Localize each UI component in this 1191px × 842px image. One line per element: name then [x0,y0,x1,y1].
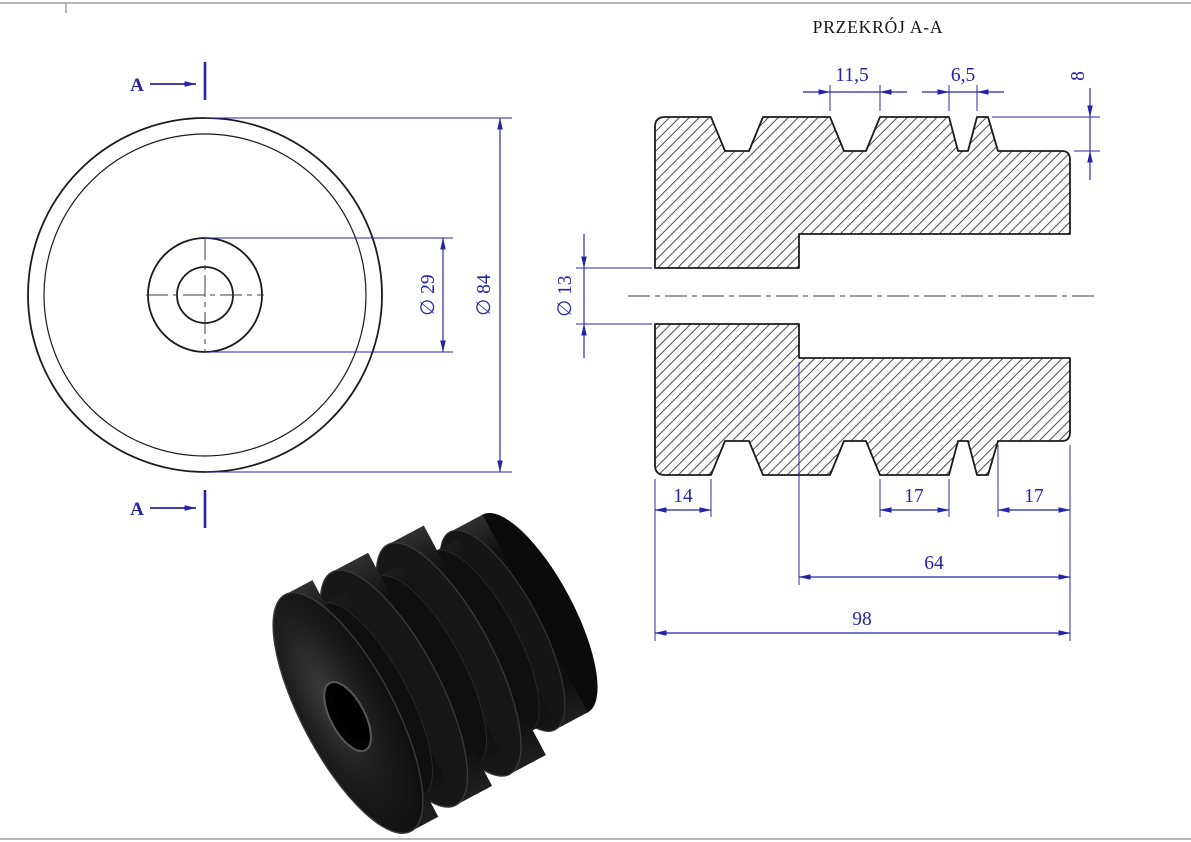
dimension-groove-wide: 11,5 [803,65,907,111]
dim-label-bore-diameter: ∅ 13 [555,275,576,316]
dimension-hub-diameter: ∅ 29 [205,237,453,353]
front-view [27,117,383,473]
dimension-first-land: 14 [654,479,712,641]
dim-label-first-land: 14 [673,486,693,507]
dimension-counterbore-length: 64 [798,362,1071,585]
dim-label-end-land: 17 [1024,486,1044,507]
section-view [628,116,1098,476]
dim-label-groove-wide: 11,5 [835,65,868,86]
iso-view-3d [272,512,598,834]
dim-label-groove-narrow: 6,5 [951,65,975,86]
dimension-bore-diameter: ∅ 13 [555,234,652,358]
dim-label-outer-diameter: ∅ 84 [474,274,495,316]
section-hatched-upper [654,116,1071,269]
part-bore-shadow [333,688,369,741]
dimension-outer-diameter: ∅ 84 [205,117,512,473]
dim-label-end-step: 8 [1068,71,1089,81]
dimension-end-step: 8 [992,71,1100,180]
rib-edge-circle [43,133,367,457]
section-hatched-lower [654,323,1071,476]
dim-label-counterbore-length: 64 [924,553,944,574]
dimension-mid-land: 17 [879,479,950,517]
section-title: PRZEKRÓJ A-A [813,17,944,37]
dim-label-total-length: 98 [852,609,872,630]
dim-label-mid-land: 17 [904,486,924,507]
dimension-groove-narrow: 6,5 [922,65,1004,111]
dim-label-hub-diameter: ∅ 29 [418,274,439,315]
section-mark-label-bottom: A [130,499,144,520]
dimension-end-land: 17 [997,445,1071,641]
section-mark-label-top: A [130,75,144,96]
section-plane-marks: A A [130,62,207,528]
dimension-total-length: 98 [654,609,1071,636]
